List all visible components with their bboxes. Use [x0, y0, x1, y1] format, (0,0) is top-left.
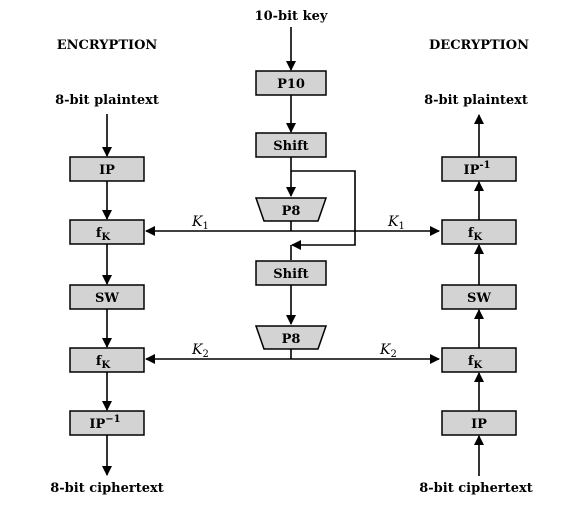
- key-header: 10-bit key: [255, 9, 328, 24]
- enc-ip-box: [69, 156, 145, 182]
- dec-fk2-box: [441, 219, 517, 245]
- dec-sw-label: SW: [467, 291, 491, 306]
- dec-fk2-label: fK: [468, 226, 483, 243]
- shift2-label: Shift: [273, 267, 308, 282]
- shift1-label: Shift: [273, 139, 308, 154]
- p10-label: P10: [277, 77, 305, 92]
- decryption-header: DECRYPTION: [429, 38, 529, 53]
- enc-fk1-label: fK: [96, 226, 111, 243]
- k2-left-label: K2: [191, 342, 209, 360]
- k2-right-label: K2: [379, 342, 397, 360]
- enc-sw-label: SW: [95, 291, 119, 306]
- enc-ip-label: IP: [99, 163, 115, 178]
- k1-right-label: K1: [387, 214, 405, 232]
- k1-left-label: K1: [191, 214, 209, 232]
- p8-2-label: P8: [282, 332, 301, 347]
- arrow-shift1-to-shift2: [291, 170, 356, 250]
- p8-1-box: [254, 197, 328, 222]
- enc-fk2-label: fK: [96, 354, 111, 371]
- dec-ciphertext-label: 8-bit ciphertext: [419, 481, 533, 496]
- encryption-header: ENCRYPTION: [57, 38, 158, 53]
- enc-ipinv-label: IP−1: [89, 414, 120, 432]
- p8-2-box: [254, 325, 328, 350]
- enc-ciphertext-label: 8-bit ciphertext: [50, 481, 164, 496]
- dec-fk1-label: fK: [468, 354, 483, 371]
- dec-ipinv-label: IP-1: [464, 160, 491, 178]
- shift1-box: [255, 132, 327, 158]
- dec-plaintext-label: 8-bit plaintext: [424, 93, 528, 108]
- shift2-box: [255, 260, 327, 286]
- dec-ip-label: IP: [471, 417, 487, 432]
- dec-fk1-box: [441, 347, 517, 373]
- enc-plaintext-label: 8-bit plaintext: [55, 93, 159, 108]
- p8-1-label: P8: [282, 204, 301, 219]
- dec-ip-box: [441, 410, 517, 436]
- dec-sw-box: [441, 284, 517, 310]
